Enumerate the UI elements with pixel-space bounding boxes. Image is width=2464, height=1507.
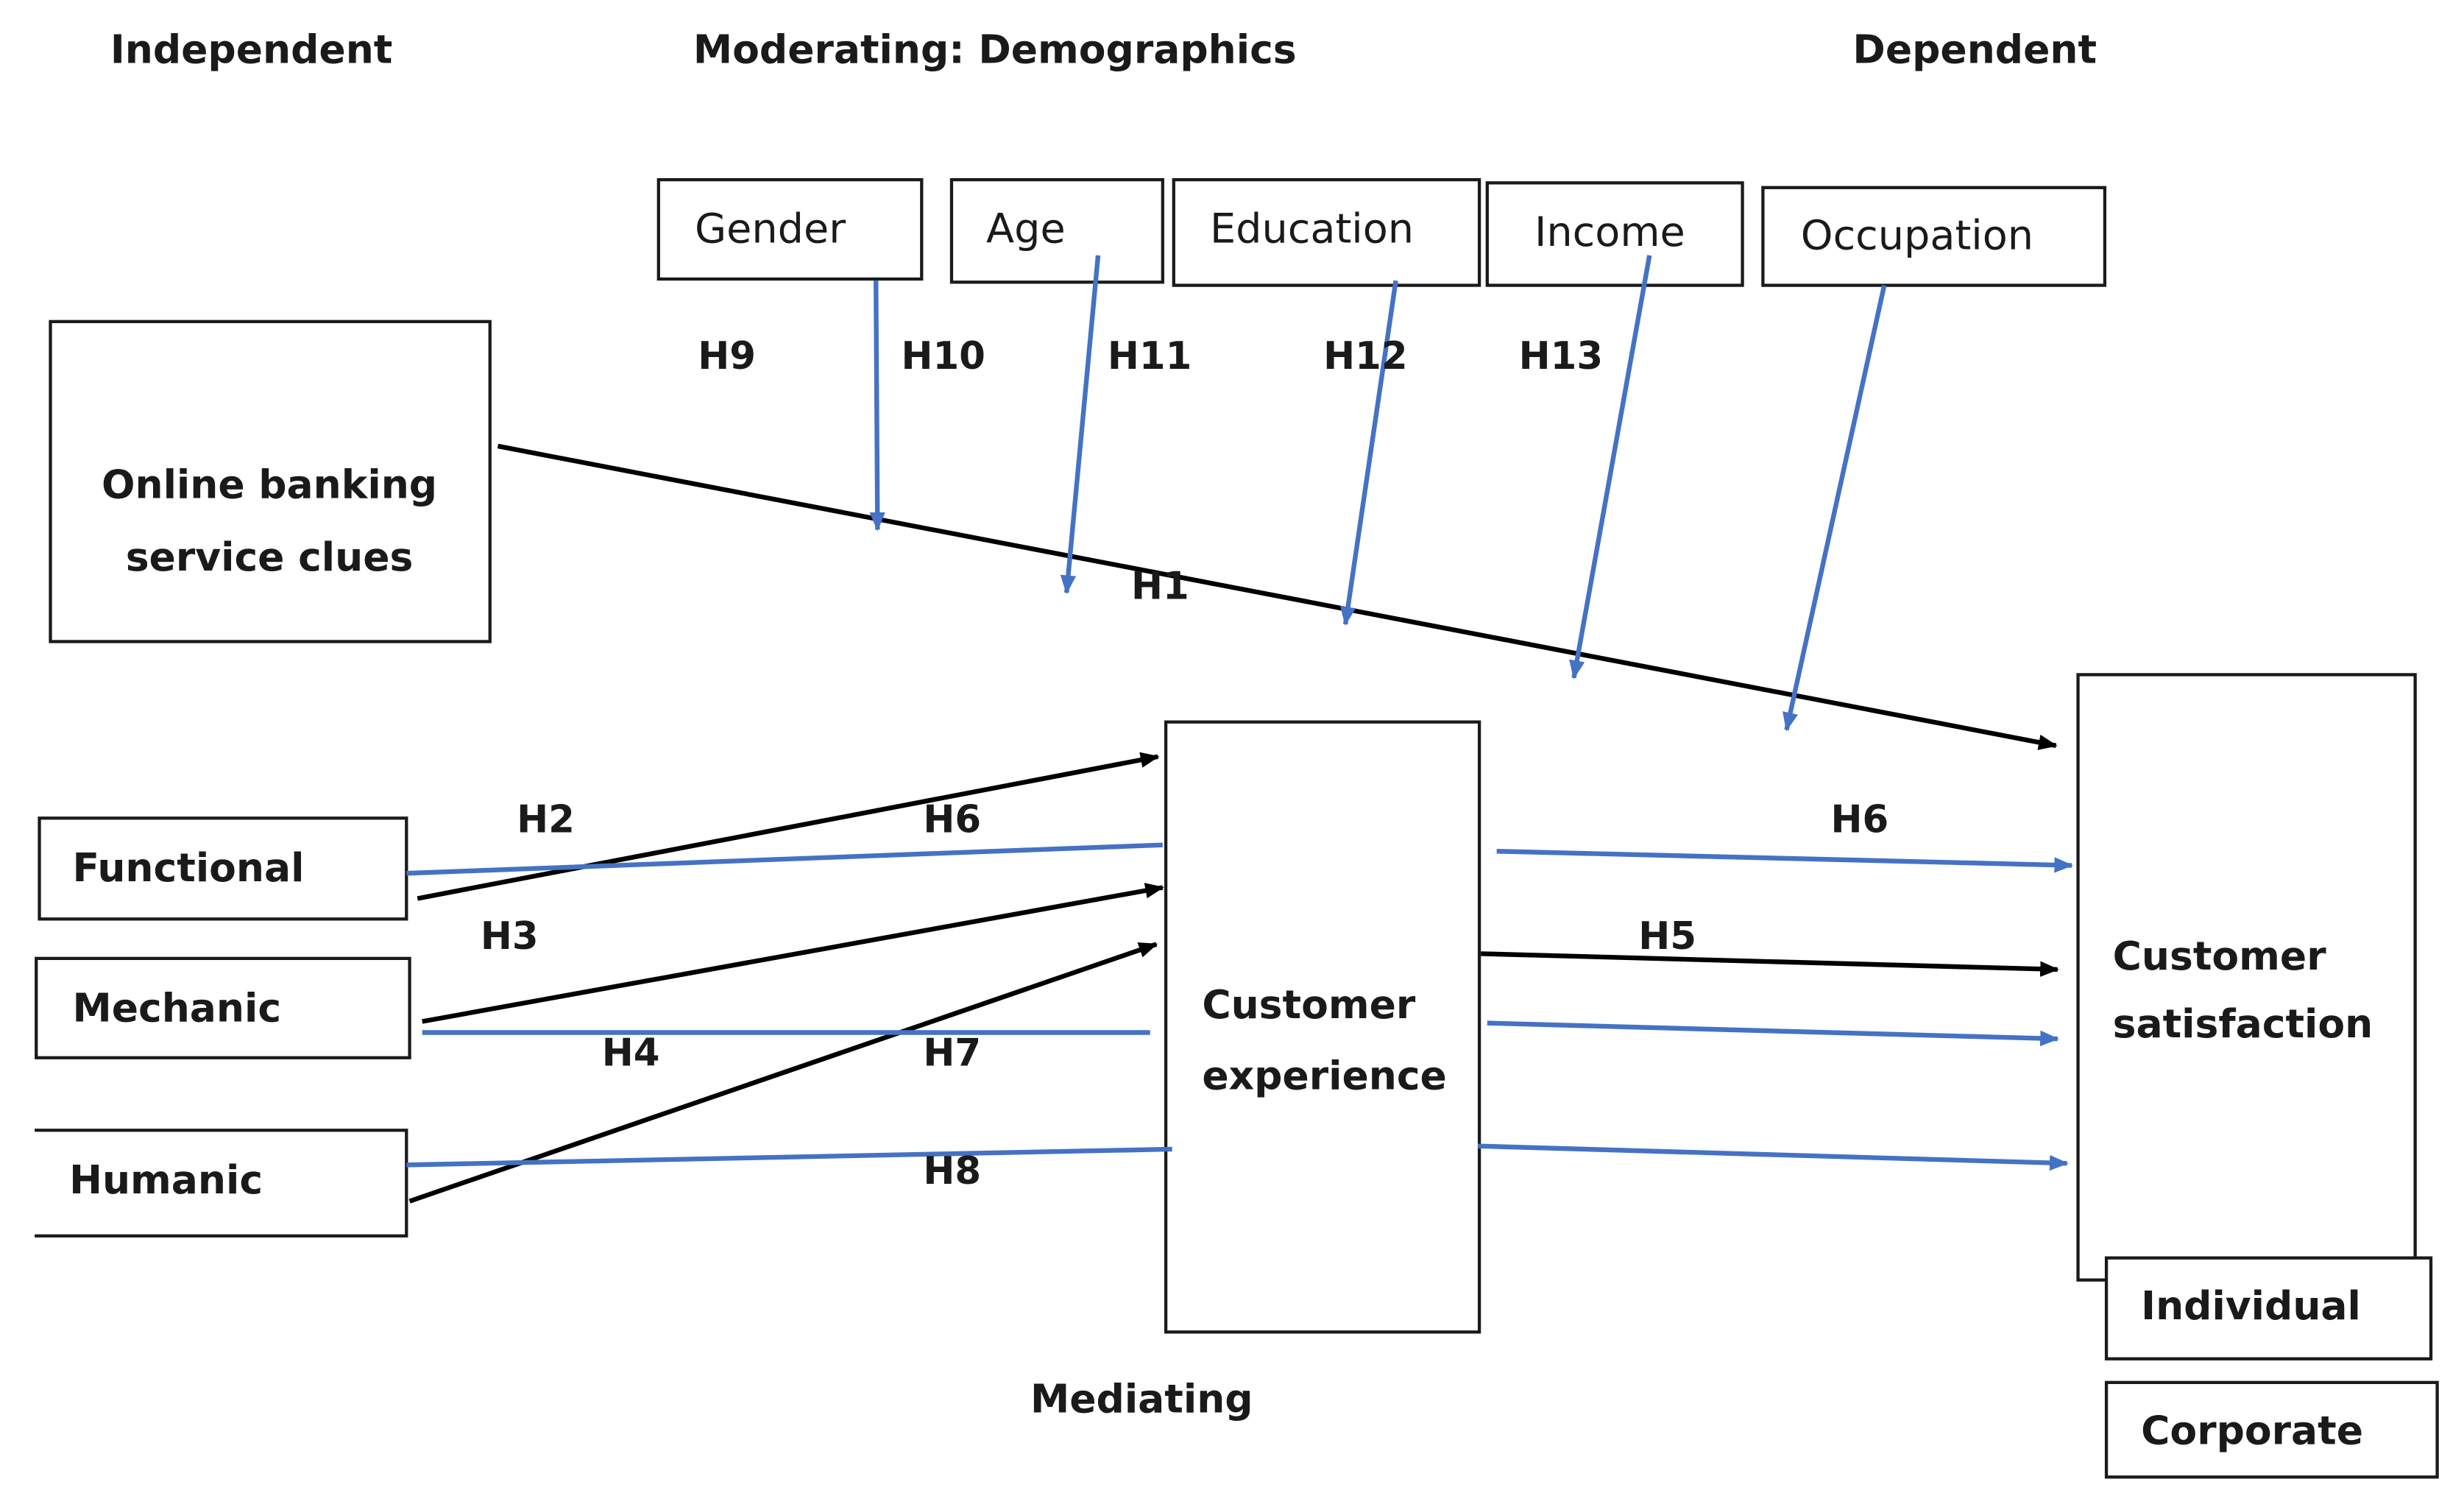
heading-dependent: Dependent <box>1852 27 2097 73</box>
hypothesis-label-h13: H13 <box>1519 334 1603 378</box>
moderator-income-box: Income <box>1485 181 1744 287</box>
moderator-gender-box: Gender <box>656 177 924 281</box>
h6-left-line <box>406 842 1163 876</box>
online-banking-box: Online banking service clues <box>49 320 492 643</box>
hypothesis-label-h1: H1 <box>1131 565 1189 609</box>
h7-right-arrow <box>1487 1020 2059 1047</box>
hypothesis-label-h12: H12 <box>1323 334 1407 378</box>
h13-moderator-arrow <box>1782 284 1887 732</box>
hypothesis-label-h4: H4 <box>602 1031 660 1075</box>
customer-satisfaction-label-line1: Customer <box>2113 933 2327 979</box>
h4-arrow <box>408 942 1158 1204</box>
individual-box: Individual <box>2104 1256 2433 1360</box>
moderator-education-box: Education <box>1172 177 1481 287</box>
mechanic-label: Mechanic <box>72 984 281 1031</box>
customer-satisfaction-label-line2: satisfaction <box>2113 1000 2373 1047</box>
h10-moderator-arrow <box>1060 255 1101 595</box>
customer-experience-label-line1: Customer <box>1202 981 1416 1028</box>
customer-experience-box: Customer experience <box>1164 720 1481 1334</box>
heading-moderating: Moderating: Demographics <box>693 27 1297 73</box>
corporate-box: Corporate <box>2104 1380 2439 1479</box>
h11-moderator-arrow <box>1339 280 1398 627</box>
moderator-age-box: Age <box>949 177 1164 284</box>
hypothesis-label-h6-left: H6 <box>923 798 981 842</box>
moderator-occupation-box: Occupation <box>1761 186 2107 287</box>
h3-arrow <box>422 883 1164 1024</box>
hypothesis-label-h2: H2 <box>517 798 575 842</box>
moderator-age-label: Age <box>986 205 1066 253</box>
customer-satisfaction-box: Customer satisfaction <box>2076 673 2417 1282</box>
hypothesis-label-h5: H5 <box>1638 914 1696 959</box>
mechanic-box: Mechanic <box>35 956 411 1059</box>
h9-moderator-arrow <box>869 280 885 532</box>
hypothesis-label-h7: H7 <box>923 1031 981 1075</box>
moderator-education-label: Education <box>1210 205 1414 253</box>
hypothesis-label-h8: H8 <box>923 1149 981 1193</box>
hypothesis-label-h11: H11 <box>1108 334 1192 378</box>
hypothesis-label-h9: H9 <box>698 334 756 378</box>
h8-right-arrow <box>1477 1143 2069 1171</box>
hypothesis-label-h10: H10 <box>901 334 985 378</box>
heading-independent: Independent <box>110 27 393 73</box>
functional-label: Functional <box>72 844 304 891</box>
individual-label: Individual <box>2141 1282 2361 1329</box>
online-banking-label-line1: Online banking <box>102 462 437 508</box>
moderator-gender-label: Gender <box>695 205 846 253</box>
online-banking-label-line2: service clues <box>126 534 414 580</box>
h2-arrow <box>417 752 1160 901</box>
moderator-occupation-label: Occupation <box>1801 211 2033 259</box>
h8-line <box>406 1146 1172 1168</box>
h1-arrow <box>497 443 2058 750</box>
functional-box: Functional <box>38 816 408 921</box>
h12-moderator-arrow <box>1569 255 1652 680</box>
h5-arrow <box>1481 951 2059 977</box>
humanic-label: Humanic <box>69 1157 263 1203</box>
moderator-income-label: Income <box>1534 208 1685 256</box>
hypothesis-label-h3: H3 <box>481 914 539 959</box>
corporate-label: Corporate <box>2141 1407 2363 1453</box>
h6-right-arrow <box>1496 849 2074 873</box>
heading-mediating: Mediating <box>1030 1376 1253 1422</box>
hypothesis-label-h6-right: H6 <box>1830 798 1888 842</box>
customer-experience-label-line2: experience <box>1202 1053 1447 1099</box>
humanic-box: Humanic <box>35 1129 408 1238</box>
